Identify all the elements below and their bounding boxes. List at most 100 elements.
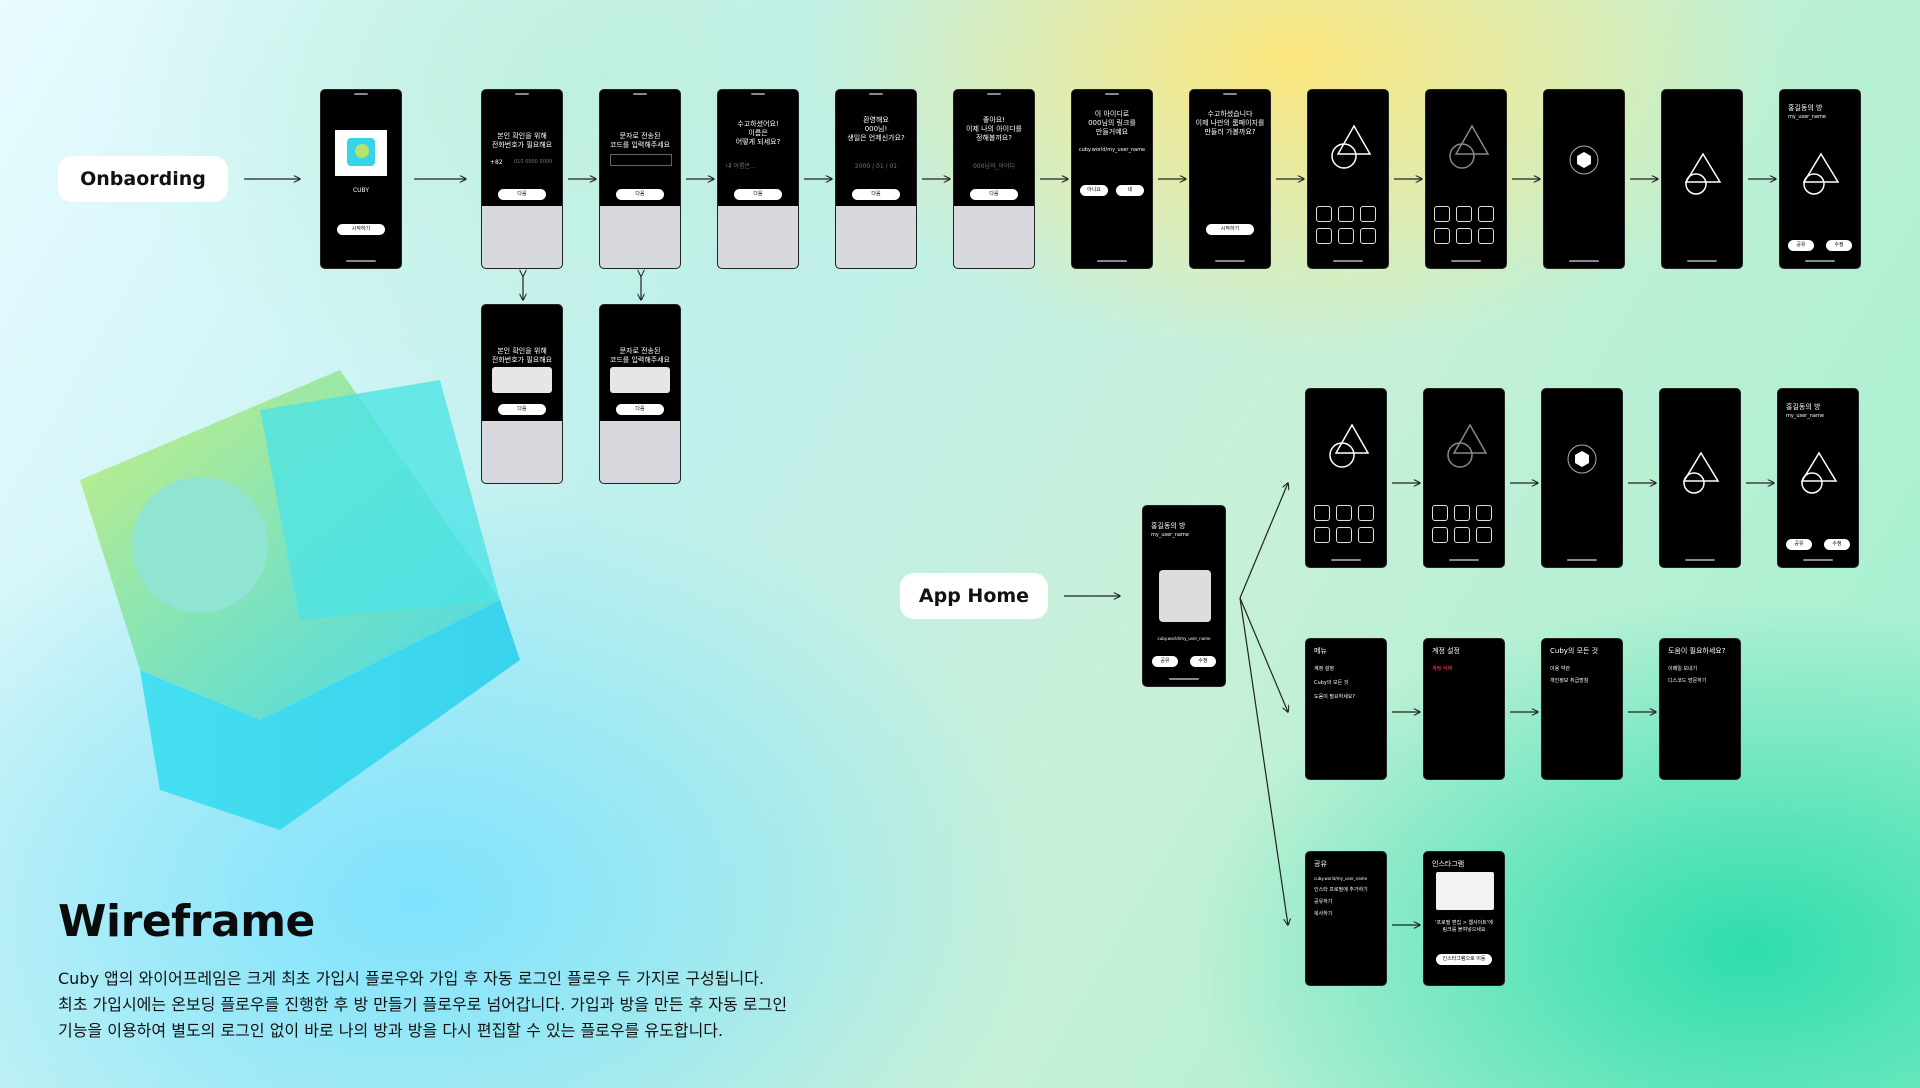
page-description: Cuby 앱의 와이어프레임은 크게 최초 가입시 플로우와 가입 후 자동 로… xyxy=(58,966,838,1044)
error-modal-2 xyxy=(610,367,670,393)
shapes-icon xyxy=(1329,423,1370,468)
page-title: Wireframe xyxy=(58,896,315,947)
screen-about: Cuby의 모든 것 이용 약관 개인정보 취급방침 xyxy=(1541,638,1623,780)
home-share-button[interactable]: 공유 xyxy=(1152,656,1178,667)
birthday-input[interactable]: 2000 / 01 / 01 xyxy=(854,163,898,170)
verify-next-button[interactable]: 다음 xyxy=(498,189,546,200)
discord-item[interactable]: 디스코드 방문하기 xyxy=(1668,678,1707,684)
userid-next-button[interactable]: 다음 xyxy=(970,189,1018,200)
code-next-button-2[interactable]: 다음 xyxy=(616,404,664,415)
edit-edit-button[interactable]: 수정 xyxy=(1824,539,1850,550)
code-title-2: 문자로 전송된 코드를 입력해주세요 xyxy=(609,347,671,364)
shapes-icon xyxy=(1331,124,1372,169)
numeric-keyboard-5[interactable] xyxy=(482,421,562,483)
onboarding-label: Onbaording xyxy=(58,156,228,202)
copy-item[interactable]: 복사하기 xyxy=(1314,911,1333,917)
link-title: 이 아이디로 000님의 링크를 만들거예요 xyxy=(1088,110,1136,136)
shapes-icon xyxy=(1447,423,1488,468)
account-title: 계정 설정 xyxy=(1432,647,1460,655)
shapes-icon xyxy=(1684,152,1722,195)
verify-title: 본인 확인을 위해 전화번호가 필요해요 xyxy=(491,132,553,149)
desc-line-3: 기능을 이용하여 별도의 로그인 없이 바로 나의 방과 방을 다시 편집할 수… xyxy=(58,1021,724,1040)
userid-title: 좋아요! 이제 나의 아이디를 정해볼까요? xyxy=(966,116,1022,142)
go-instagram-button[interactable]: 인스타그램으로 이동 xyxy=(1436,954,1492,965)
screen-verify-error: 본인 확인을 위해 전화번호가 필요해요 다음 xyxy=(481,304,563,484)
screen-phone-verify: 본인 확인을 위해 전화번호가 필요해요 +82 010 0000 0000 다… xyxy=(481,89,563,269)
userid-input[interactable]: 000님의_아이디 xyxy=(972,163,1016,170)
shapes-icon xyxy=(1682,451,1720,494)
verify-title-2: 본인 확인을 위해 전화번호가 필요해요 xyxy=(491,347,553,364)
country-code: +82 xyxy=(490,159,503,166)
numeric-keyboard[interactable] xyxy=(482,206,562,268)
insta-title: 인스타그램 xyxy=(1432,860,1465,868)
edit-button[interactable]: 수정 xyxy=(1826,240,1852,251)
error-modal xyxy=(492,367,552,393)
delete-account-item[interactable]: 계정 삭제 xyxy=(1432,666,1452,672)
screen-splash: CUBY 시작하기 xyxy=(320,89,402,269)
code-boxes[interactable] xyxy=(610,154,672,166)
code-next-button[interactable]: 다음 xyxy=(616,189,664,200)
screen-edit-4 xyxy=(1659,388,1741,568)
numeric-keyboard-3[interactable] xyxy=(836,206,916,268)
home-edit-button[interactable]: 수정 xyxy=(1190,656,1216,667)
screen-edit-3 xyxy=(1541,388,1623,568)
edit-room-handle: my_user_name xyxy=(1786,413,1824,419)
help-title: 도움이 필요하세요? xyxy=(1668,647,1726,655)
menu-item-help[interactable]: 도움이 필요하세요? xyxy=(1314,694,1356,700)
screen-editor-2 xyxy=(1425,89,1507,269)
edit-room-title: 홍길동의 방 xyxy=(1786,403,1821,411)
link-no-button[interactable]: 아니요 xyxy=(1080,185,1108,196)
share-button[interactable]: 공유 xyxy=(1788,240,1814,251)
screen-app-home: 홍길동의 방 my_user_name cuby.world/my_user_n… xyxy=(1142,505,1226,687)
edit-share-button[interactable]: 공유 xyxy=(1786,539,1812,550)
name-next-button[interactable]: 다음 xyxy=(734,189,782,200)
phone-input[interactable]: 010 0000 0000 xyxy=(514,159,553,165)
cuby-3d-logo xyxy=(80,370,520,830)
start-button[interactable]: 시작하기 xyxy=(337,224,385,235)
birthday-title: 환영해요 000님! 생일은 언제신가요? xyxy=(847,116,905,142)
room-3d-thumbnail[interactable] xyxy=(1159,570,1211,622)
rotate-shape-icon[interactable] xyxy=(1564,138,1604,178)
numeric-keyboard-6[interactable] xyxy=(600,421,680,483)
menu-title: 메뉴 xyxy=(1314,647,1327,655)
link-yes-button[interactable]: 네 xyxy=(1116,185,1144,196)
menu-item-about[interactable]: Cuby의 모든 것 xyxy=(1314,680,1349,686)
share-insta-item[interactable]: 인스타 프로필에 추가하기 xyxy=(1314,887,1368,893)
rotate-shape-icon[interactable] xyxy=(1562,437,1602,477)
name-title: 수고하셨어요! 이름은 어떻게 되세요? xyxy=(735,120,781,146)
screen-help: 도움이 필요하세요? 이메일 보내기 디스코드 방문하기 xyxy=(1659,638,1741,780)
name-input[interactable]: 내 이름은... xyxy=(726,163,756,170)
birthday-next-button[interactable]: 다음 xyxy=(852,189,900,200)
app-home-label: App Home xyxy=(900,573,1048,619)
shapes-icon xyxy=(1800,451,1838,494)
terms-item[interactable]: 이용 약관 xyxy=(1550,666,1570,672)
insta-preview xyxy=(1436,872,1494,910)
numeric-keyboard-4[interactable] xyxy=(954,206,1034,268)
screen-menu: 메뉴 계정 설정 Cuby의 모든 것 도움이 필요하세요? xyxy=(1305,638,1387,780)
screen-editor-3 xyxy=(1543,89,1625,269)
screen-editor-1 xyxy=(1307,89,1389,269)
done-start-button[interactable]: 시작하기 xyxy=(1206,224,1254,235)
screen-link: 이 아이디로 000님의 링크를 만들거예요 cuby.world/my_use… xyxy=(1071,89,1153,269)
verify-next-button-2[interactable]: 다음 xyxy=(498,404,546,415)
email-item[interactable]: 이메일 보내기 xyxy=(1668,666,1698,672)
share-title: 공유 xyxy=(1314,860,1327,868)
cuby-logo-icon xyxy=(335,130,387,176)
screen-room-preview: 홍길동의 방 my_user_name 공유 수정 xyxy=(1779,89,1861,269)
numeric-keyboard-2[interactable] xyxy=(600,206,680,268)
shapes-icon xyxy=(1449,124,1490,169)
screen-name: 수고하셨어요! 이름은 어떻게 되세요? 내 이름은... 다음 xyxy=(717,89,799,269)
screen-done: 수고하셨습니다 이제 나만의 룸페이지를 만들러 가볼까요? 시작하기 xyxy=(1189,89,1271,269)
text-keyboard[interactable] xyxy=(718,206,798,268)
menu-item-account[interactable]: 계정 설정 xyxy=(1314,666,1334,672)
home-room-title: 홍길동의 방 xyxy=(1151,522,1186,530)
screen-code-error: 문자로 전송된 코드를 입력해주세요 다음 xyxy=(599,304,681,484)
share-item[interactable]: 공유하기 xyxy=(1314,899,1333,905)
privacy-item[interactable]: 개인정보 취급방침 xyxy=(1550,678,1589,684)
room-handle: my_user_name xyxy=(1788,114,1826,120)
done-title: 수고하셨습니다 이제 나만의 룸페이지를 만들러 가볼까요? xyxy=(1195,110,1265,136)
screen-edit-1 xyxy=(1305,388,1387,568)
screen-editor-4 xyxy=(1661,89,1743,269)
desc-line-1: Cuby 앱의 와이어프레임은 크게 최초 가입시 플로우와 가입 후 자동 로… xyxy=(58,969,765,988)
